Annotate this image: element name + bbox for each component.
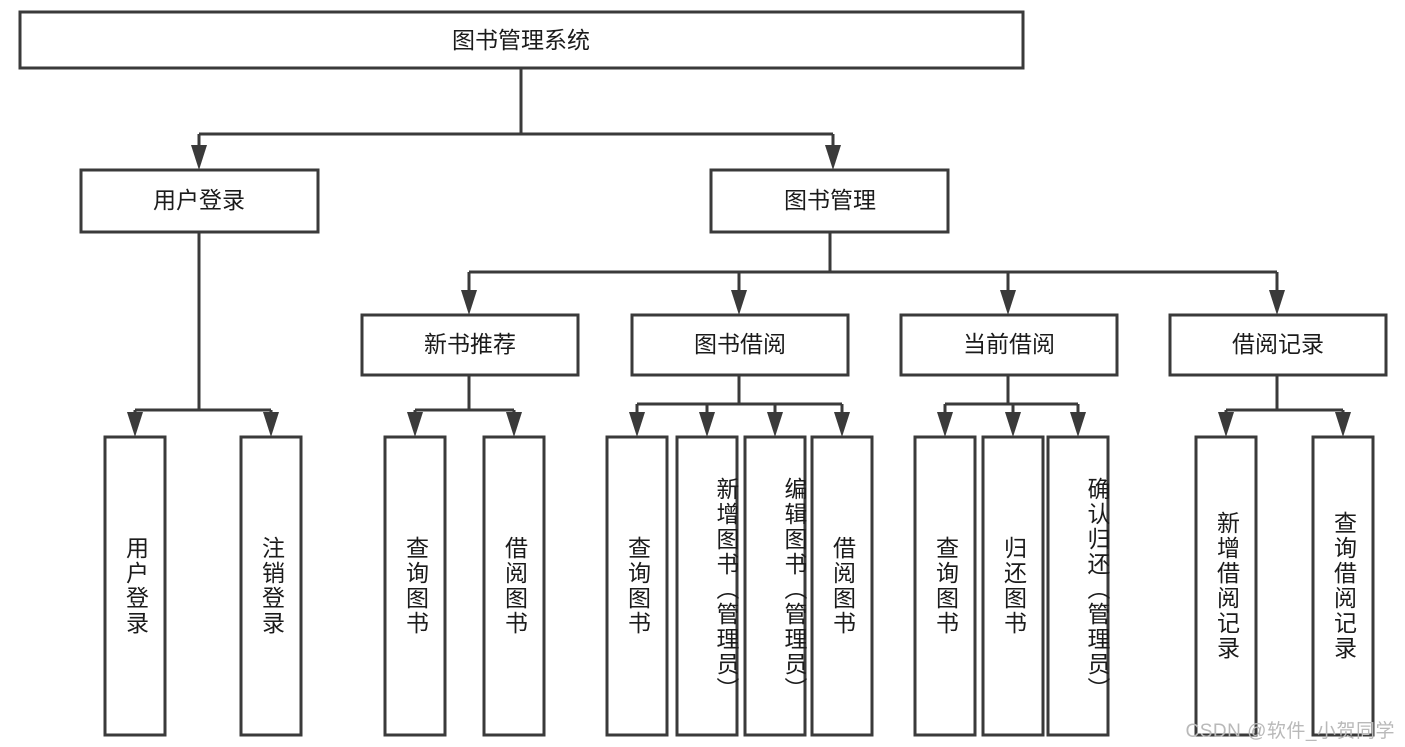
node-current-borrow[interactable]: 当前借阅 — [899, 313, 1119, 377]
node-new-book-recommend-label: 新书推荐 — [424, 331, 516, 357]
connector-root-to-level2 — [191, 68, 841, 170]
node-current-borrow-label: 当前借阅 — [963, 331, 1055, 357]
connector-currentborrow-to-leaves — [937, 375, 1086, 437]
node-user-login-label: 用户登录 — [153, 187, 245, 213]
leaf-box-cb-query[interactable] — [913, 435, 977, 737]
csdn-watermark: CSDN @软件_小贺同学 — [1185, 721, 1395, 742]
node-borrow-record[interactable]: 借阅记录 — [1168, 313, 1388, 377]
node-book-borrow[interactable]: 图书借阅 — [630, 313, 850, 377]
leaf-box-bb-borrow[interactable] — [810, 435, 874, 737]
node-book-borrow-label: 图书借阅 — [694, 331, 786, 357]
leaf-box-user-login[interactable] — [103, 435, 167, 737]
connector-borrowrecord-to-leaves — [1218, 375, 1351, 437]
connector-userlogin-to-leaves — [127, 232, 279, 437]
node-new-book-recommend[interactable]: 新书推荐 — [360, 313, 580, 377]
node-root[interactable]: 图书管理系统 — [18, 10, 1025, 70]
leaf-box-br-query[interactable] — [1311, 435, 1375, 737]
leaf-box-logout[interactable] — [239, 435, 303, 737]
node-root-label: 图书管理系统 — [452, 27, 590, 53]
node-book-management-label: 图书管理 — [784, 187, 876, 213]
node-book-management[interactable]: 图书管理 — [709, 168, 950, 234]
leaf-box-nb-query[interactable] — [383, 435, 447, 737]
node-user-login[interactable]: 用户登录 — [79, 168, 320, 234]
leaf-box-bb-query[interactable] — [605, 435, 669, 737]
connector-bookborrow-to-leaves — [629, 375, 850, 437]
leaf-box-bb-edit[interactable] — [743, 435, 807, 737]
leaf-box-br-add[interactable] — [1194, 435, 1258, 737]
leaf-box-bb-add[interactable] — [675, 435, 739, 737]
leaf-box-cb-confirm[interactable] — [1046, 435, 1110, 737]
node-borrow-record-label: 借阅记录 — [1232, 331, 1324, 357]
connector-level2-to-level3 — [461, 232, 1285, 315]
connector-newbook-to-leaves — [407, 375, 522, 437]
leaf-box-nb-borrow[interactable] — [482, 435, 546, 737]
leaf-boxes — [103, 435, 1375, 737]
leaf-box-cb-return[interactable] — [981, 435, 1045, 737]
